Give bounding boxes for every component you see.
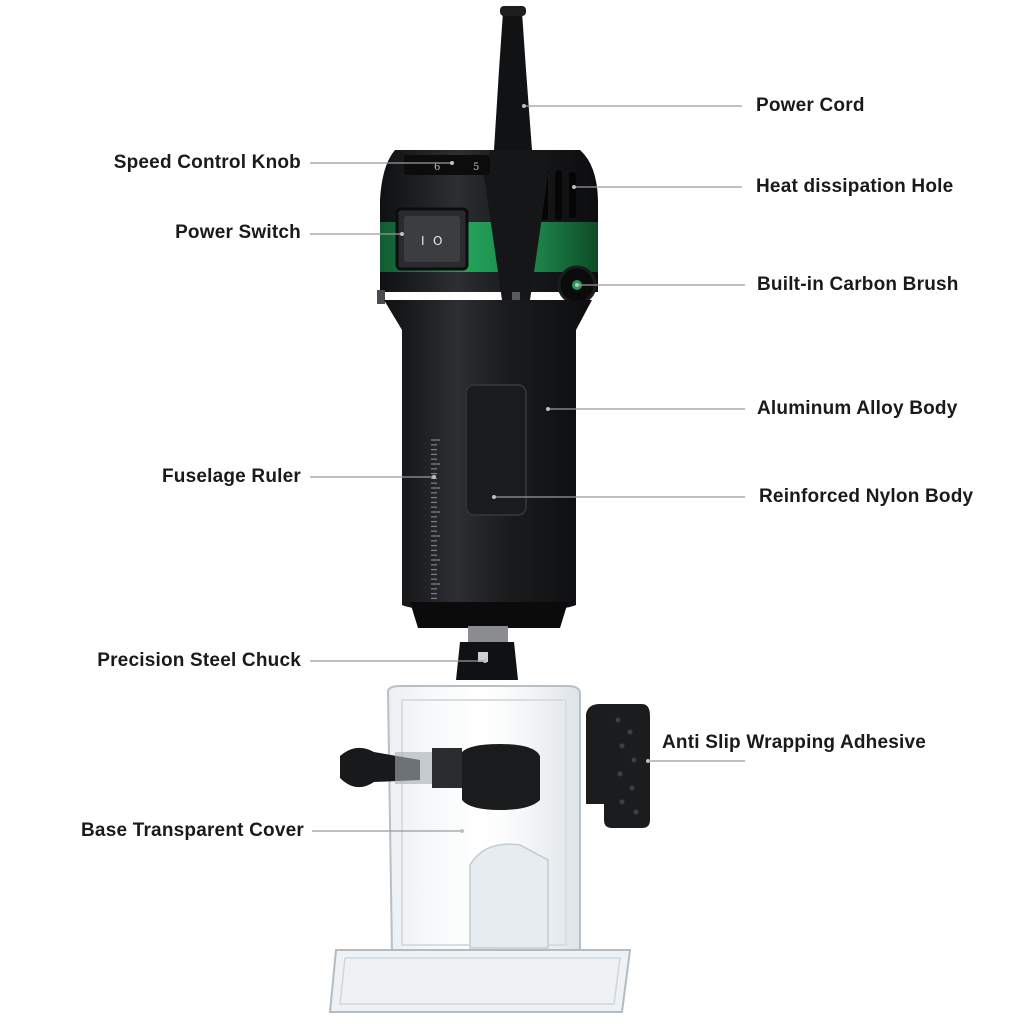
label-fuselage-ruler: Fuselage Ruler	[161, 466, 301, 487]
label-heat-dissipation-hole: Heat dissipation Hole	[756, 176, 954, 197]
leader-dot-speed-control-knob	[450, 161, 454, 165]
leader-dot-aluminum-alloy-body	[546, 407, 550, 411]
leader-dot-fuselage-ruler	[432, 475, 436, 479]
leader-dot-base-transparent-cover	[460, 829, 464, 833]
leader-dot-precision-steel-chuck	[483, 659, 487, 663]
knob-mark-6: 6	[434, 162, 440, 173]
label-base-transparent-cover: Base Transparent Cover	[81, 820, 304, 841]
label-power-switch: Power Switch	[175, 222, 301, 243]
steel-chuck-shape	[456, 626, 518, 680]
power-cord-shape	[494, 6, 532, 150]
transparent-base-shape	[328, 685, 650, 1013]
label-speed-control-knob: Speed Control Knob	[113, 152, 301, 173]
switch-symbol-off: O	[433, 234, 442, 248]
label-precision-steel-chuck: Precision Steel Chuck	[97, 650, 301, 671]
fuselage-ruler-ticks	[431, 439, 440, 600]
leader-dot-heat-dissipation-hole	[572, 185, 576, 189]
knob-mark-5: 5	[473, 162, 479, 173]
leader-lines	[310, 104, 745, 833]
leader-dot-anti-slip-wrapping-adhesive	[646, 759, 650, 763]
leader-dot-power-switch	[400, 232, 404, 236]
lower-body-shape	[384, 300, 592, 628]
label-reinforced-nylon-body: Reinforced Nylon Body	[759, 486, 974, 507]
switch-symbol-on: I	[421, 234, 425, 248]
label-aluminum-alloy-body: Aluminum Alloy Body	[757, 398, 958, 419]
label-built-in-carbon-brush: Built-in Carbon Brush	[757, 274, 959, 295]
motor-housing-shape: 6 5 I O	[377, 150, 598, 308]
leader-dot-power-cord	[522, 104, 526, 108]
leader-dot-reinforced-nylon-body	[492, 495, 496, 499]
anti-slip-grip-pad	[586, 704, 650, 828]
label-anti-slip-wrapping-adhesive: Anti Slip Wrapping Adhesive	[662, 732, 927, 753]
label-power-cord: Power Cord	[756, 95, 865, 116]
leader-dot-built-in-carbon-brush	[575, 283, 579, 287]
